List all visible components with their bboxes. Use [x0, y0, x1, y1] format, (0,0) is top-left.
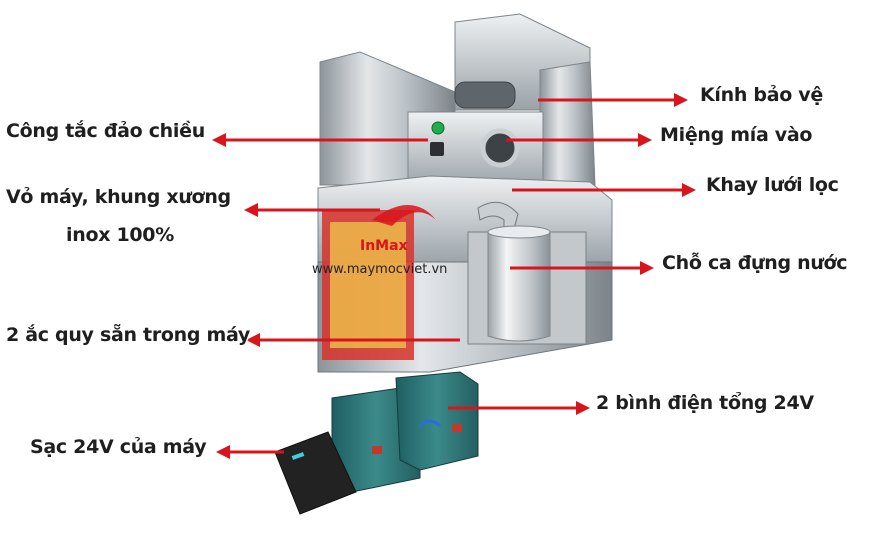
cup	[487, 231, 551, 342]
roller	[454, 81, 516, 109]
battery-right	[395, 371, 479, 471]
cane-inlet-ring	[480, 128, 520, 168]
charger-body	[274, 431, 357, 515]
charger-led	[291, 452, 305, 460]
label-body-frame-line2: inox 100%	[66, 224, 174, 246]
battery-terminal-2	[452, 424, 462, 432]
label-charger: Sạc 24V của máy	[30, 436, 207, 458]
label-battery-pack: 2 bình điện tổng 24V	[596, 392, 814, 414]
brand-watermark: InMax	[360, 238, 408, 254]
brand-logo-icon	[372, 205, 436, 226]
url-watermark: www.maymocviet.vn	[312, 262, 448, 277]
label-filter-tray: Khay lưới lọc	[706, 174, 839, 196]
battery-wire	[418, 419, 442, 428]
label-reverse-switch: Công tắc đảo chiều	[6, 120, 205, 142]
cup-rim	[487, 225, 551, 239]
label-protective-glass: Kính bảo vệ	[700, 84, 823, 106]
arrows	[212, 93, 696, 459]
side-sticker-inner	[330, 222, 406, 348]
label-batteries-inside: 2 ắc quy sẵn trong máy	[6, 324, 250, 346]
top-housing-right	[539, 61, 596, 186]
label-body-frame-line1: Vỏ máy, khung xương	[6, 186, 231, 208]
switch-icon	[431, 121, 445, 135]
label-cup-holder: Chỗ ca đựng nước	[662, 252, 848, 274]
battery-terminal-1	[372, 446, 382, 454]
label-cane-inlet: Miệng mía vào	[660, 124, 813, 146]
switch-knob	[430, 142, 444, 156]
